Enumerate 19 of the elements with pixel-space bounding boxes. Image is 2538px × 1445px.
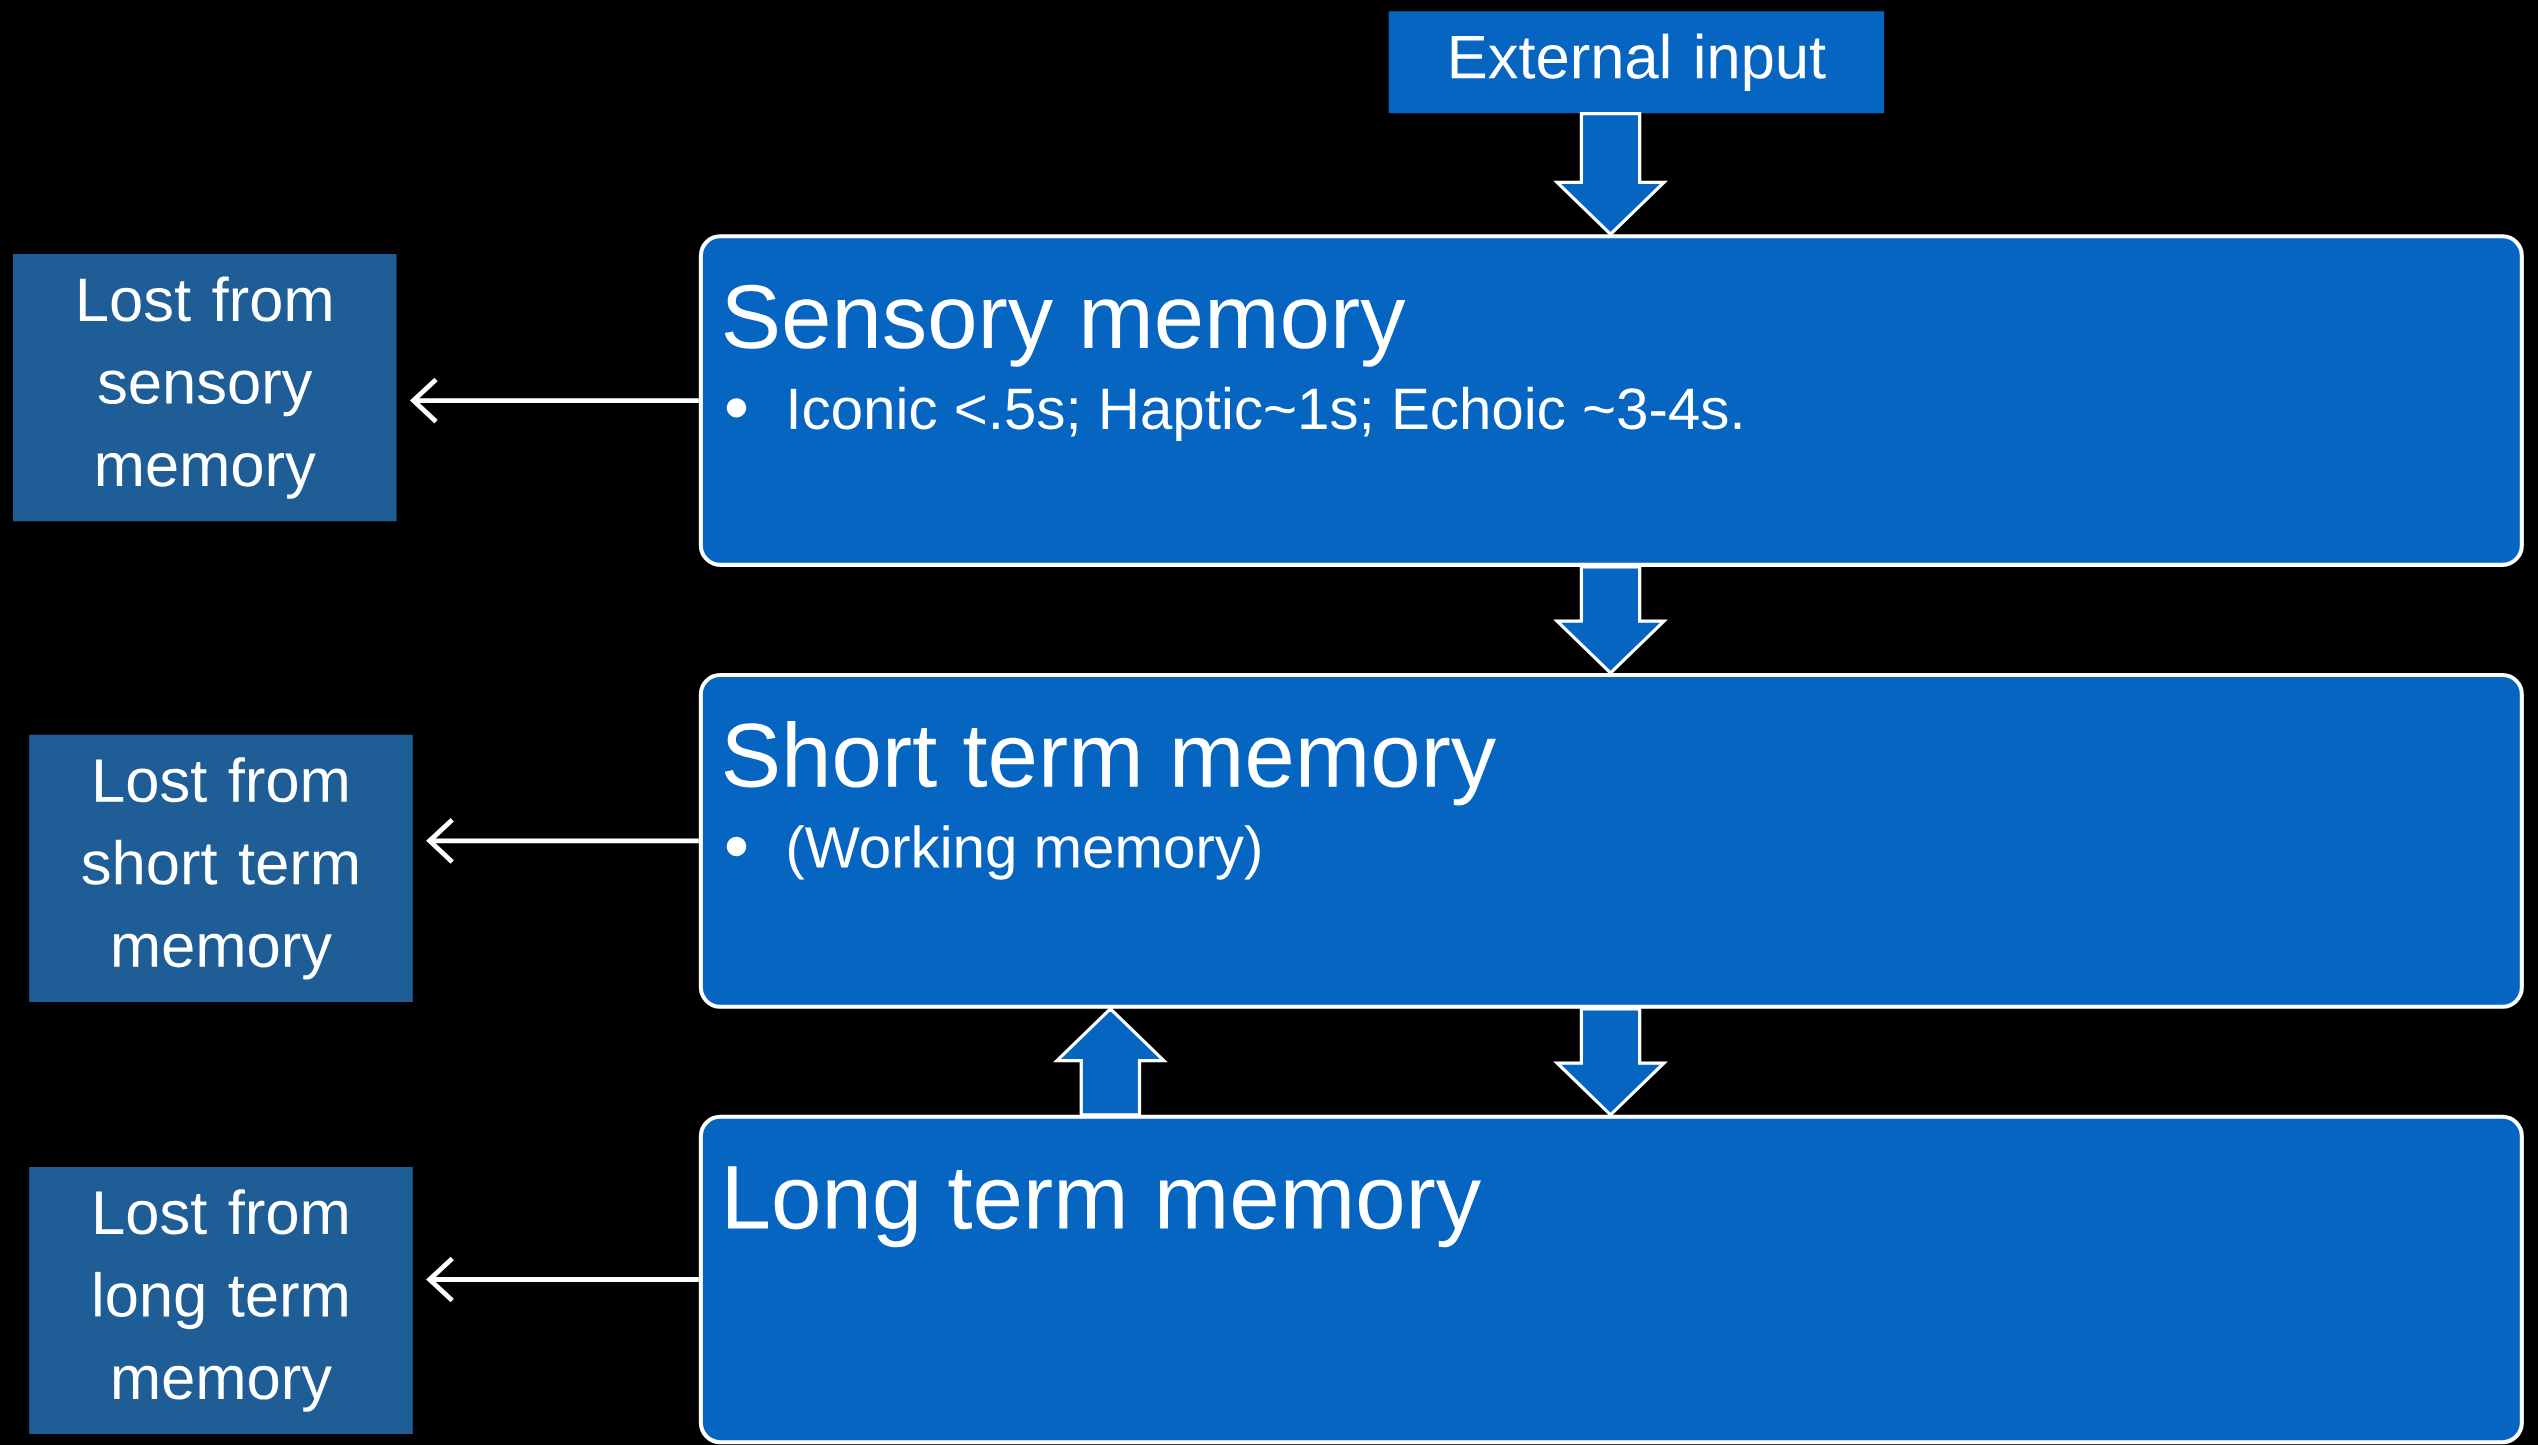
box-heading: Short term memory — [724, 720, 1496, 806]
outcome-box: Lost from long term memory — [29, 1166, 413, 1434]
memory-box — [698, 1114, 2524, 1444]
memory-box — [698, 672, 2524, 1009]
block-arrow — [1553, 111, 1668, 237]
arrow — [426, 1256, 699, 1303]
box-heading: Long term memory — [728, 1165, 1481, 1248]
block-arrow — [1553, 565, 1668, 675]
box-heading: Sensory memory — [724, 284, 1406, 367]
arrow — [409, 377, 699, 424]
outcome-box: Lost from sensory memory — [12, 253, 397, 521]
memory-box — [698, 234, 2524, 567]
outcome-box: Lost from short term memory — [29, 734, 413, 1002]
block-arrow — [1553, 1006, 1668, 1117]
input-box: External input — [1388, 11, 1885, 114]
arrow — [426, 817, 699, 864]
block-arrow — [1053, 1006, 1168, 1117]
bullet-text: (Working memory) — [788, 825, 1260, 880]
bullet-text: Iconic <.5s; Haptic~1s; Echoic ~3-4s. — [790, 386, 1741, 441]
